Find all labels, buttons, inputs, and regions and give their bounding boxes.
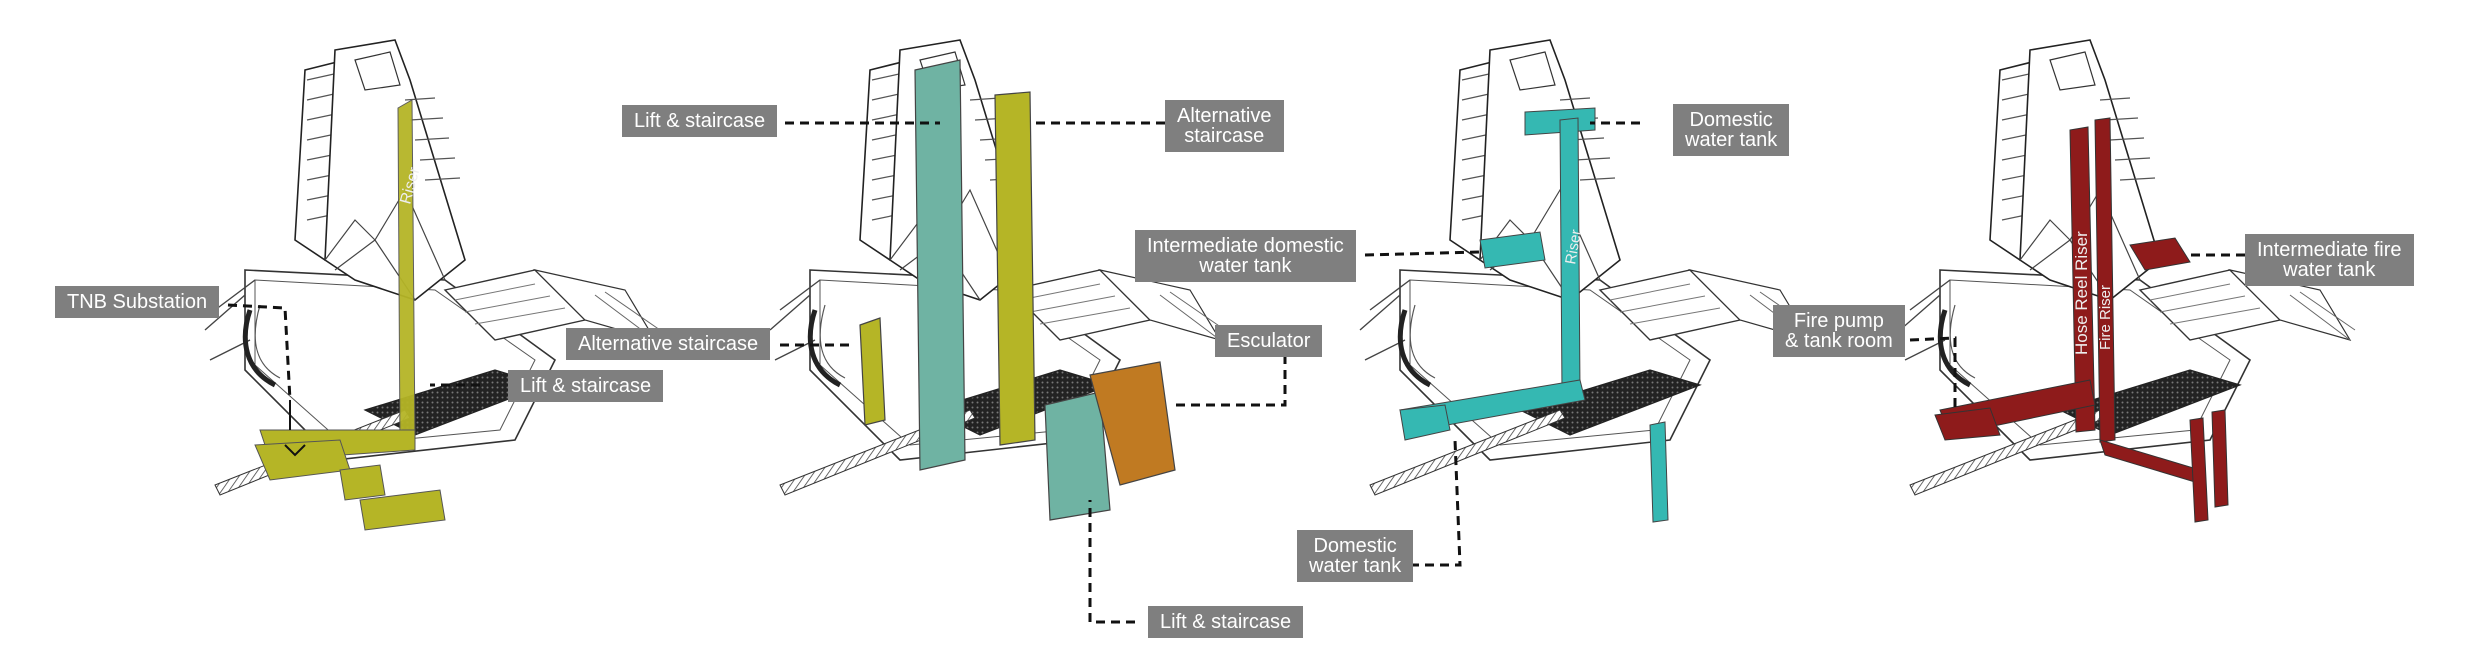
intermediate-domestic-tank <box>1479 231 1546 269</box>
fire-pump-room <box>1934 407 2001 441</box>
water-riser-text: Riser <box>1562 228 1585 265</box>
label-text: staircase <box>1184 125 1265 147</box>
label-text: Domestic <box>1313 535 1397 557</box>
panel-fire: Hose Reel Riser Fire Riser <box>1900 40 2355 523</box>
label-text: Lift & staircase <box>1160 611 1292 633</box>
label-text: Intermediate fire <box>2257 239 2402 261</box>
escalator-block <box>1089 361 1176 486</box>
label-domestic-tank-top: Domestic water tank <box>1673 104 1790 156</box>
label-alternative-staircase-top: Alternative staircase <box>1165 100 1284 152</box>
panel-water: Riser <box>1360 40 1815 523</box>
label-text: Alternative <box>1177 105 1272 127</box>
label-text: Intermediate domestic <box>1147 235 1344 257</box>
lift-staircase-block <box>1044 391 1111 521</box>
hose-reel-riser <box>2069 126 2096 433</box>
label-text: Lift & staircase <box>634 110 766 132</box>
panel-electrical: Riser <box>205 40 660 531</box>
domestic-tank-bottom <box>1399 404 1451 441</box>
label-text: Lift & staircase <box>520 375 652 397</box>
leader-lines <box>227 121 2245 624</box>
intermediate-fire-tank <box>2129 237 2191 271</box>
alternative-staircase-small <box>859 317 886 426</box>
label-text: water tank <box>2283 259 2376 281</box>
label-intermediate-domestic-tank: Intermediate domestic water tank <box>1135 230 1356 282</box>
electrical-substation <box>254 439 351 481</box>
alternative-staircase-core <box>994 91 1036 446</box>
label-text: TNB Substation <box>67 291 208 313</box>
label-lift-staircase-top: Lift & staircase <box>622 105 778 137</box>
label-lift-staircase-bottom: Lift & staircase <box>1148 606 1304 638</box>
label-fire-pump-room: Fire pump & tank room <box>1773 305 1905 357</box>
fire-riser-text: Fire Riser <box>2097 285 2114 350</box>
label-text: Fire pump <box>1793 310 1884 332</box>
label-tnb-substation: TNB Substation <box>55 286 220 318</box>
fire-riser <box>2094 117 2116 443</box>
electrical-riser <box>397 99 416 449</box>
label-text: Esculator <box>1227 330 1311 352</box>
label-domestic-tank-bottom: Domestic water tank <box>1297 530 1414 582</box>
label-text: & tank room <box>1785 330 1893 352</box>
panel-circulation <box>770 40 1225 521</box>
label-text: water tank <box>1199 255 1292 277</box>
hose-reel-riser-text: Hose Reel Riser <box>2072 231 2091 355</box>
label-text: water tank <box>1685 129 1778 151</box>
label-intermediate-fire-tank: Intermediate fire water tank <box>2245 234 2414 286</box>
label-alternative-staircase-left: Alternative staircase <box>566 328 771 360</box>
label-text: Alternative staircase <box>578 333 759 355</box>
main-core <box>914 59 966 471</box>
label-lift-staircase-1: Lift & staircase <box>508 370 664 402</box>
label-esculator: Esculator <box>1215 325 1323 357</box>
label-text: water tank <box>1309 555 1402 577</box>
label-text: Domestic <box>1689 109 1773 131</box>
